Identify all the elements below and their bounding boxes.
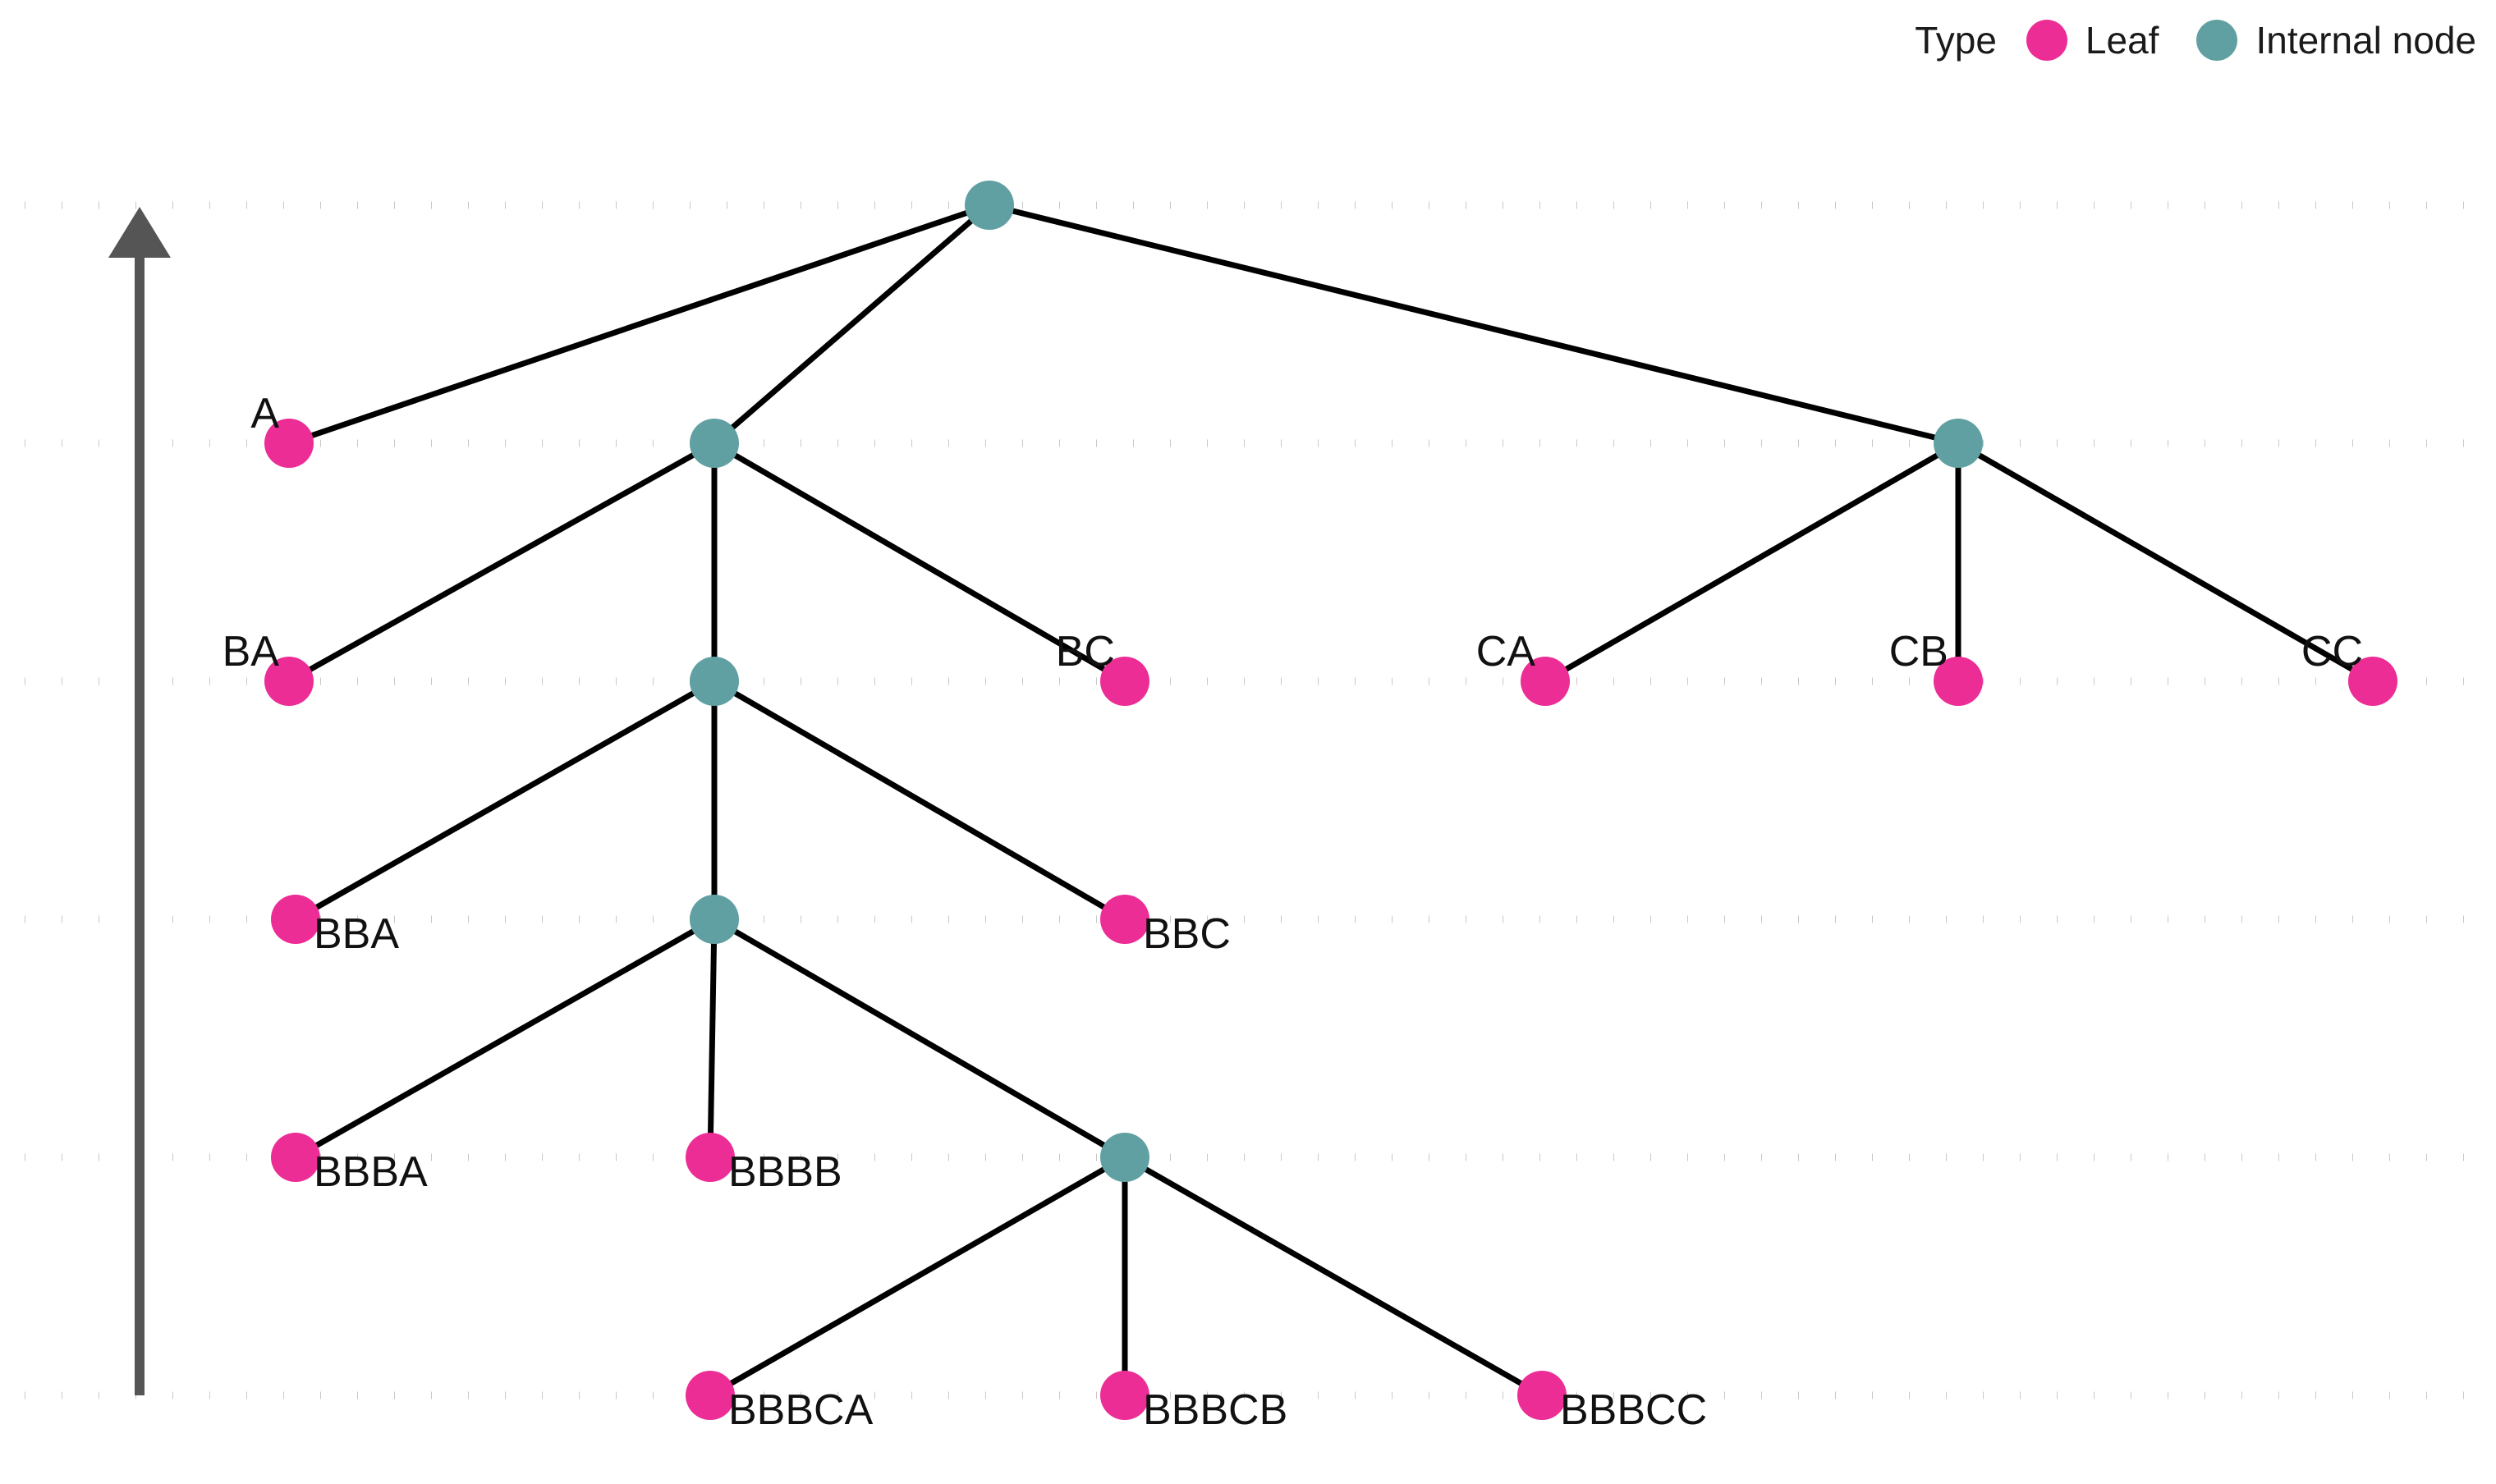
node-label-BC: BC xyxy=(1055,628,1115,676)
tree-node-B[interactable] xyxy=(690,419,739,468)
tree-node-CC[interactable] xyxy=(2348,657,2397,706)
depth-axis xyxy=(108,207,171,1395)
node-label-BBBA: BBBA xyxy=(314,1148,428,1196)
tree-node-root[interactable] xyxy=(965,181,1014,230)
node-label-BBA: BBA xyxy=(314,910,400,958)
tree-edge-BBB-BBBB xyxy=(707,918,718,1158)
node-label-A: A xyxy=(250,390,279,437)
tree-edge-BBB-BBBA xyxy=(294,916,716,1161)
tree-edge-root-B xyxy=(712,203,992,446)
internal-node-circle-icon xyxy=(2196,20,2238,61)
node-label-BBBCA: BBBCA xyxy=(728,1386,874,1434)
node-label-BBBCC: BBBCC xyxy=(1560,1386,1708,1434)
tree-node-BB[interactable] xyxy=(690,657,739,706)
node-label-CC: CC xyxy=(2301,628,2363,676)
tree-node-CB[interactable] xyxy=(1934,657,1983,706)
tree-edge-B-BA xyxy=(287,440,716,685)
tree-node-C[interactable] xyxy=(1934,419,1983,468)
tree-node-BC[interactable] xyxy=(1100,657,1149,706)
tree-edge-BB-BBA xyxy=(294,678,716,923)
tree-node-BBBA[interactable] xyxy=(271,1133,320,1182)
tree-node-BBC[interactable] xyxy=(1100,895,1149,944)
tree-edge-BBBC-BBBCA xyxy=(709,1154,1126,1399)
tree-node-BBBC[interactable] xyxy=(1100,1133,1149,1182)
tree-node-BBB[interactable] xyxy=(690,895,739,944)
leaf-circle-icon xyxy=(2026,20,2067,61)
legend-item-leaf[interactable]: Leaf xyxy=(2026,18,2159,62)
tree-edge-B-BC xyxy=(713,440,1126,685)
legend-label-internal-node: Internal node xyxy=(2255,19,2476,62)
tree-node-BA[interactable] xyxy=(264,657,314,706)
tree-edge-BBB-BBBC xyxy=(713,916,1126,1161)
tree-edge-BB-BBC xyxy=(713,678,1126,923)
node-label-CB: CB xyxy=(1888,628,1948,676)
legend: Type Leaf Internal node xyxy=(1915,18,2476,62)
tree-node-BBBCB[interactable] xyxy=(1100,1371,1149,1420)
tree-edges xyxy=(287,202,2374,1399)
node-label-BBC: BBC xyxy=(1143,910,1231,958)
tree-edge-C-CA xyxy=(1544,440,1960,685)
tree-edge-root-C xyxy=(989,202,1959,447)
tree-node-CA[interactable] xyxy=(1521,657,1570,706)
node-label-BA: BA xyxy=(222,628,279,676)
node-label-BBBB: BBBB xyxy=(728,1148,842,1196)
tree-edge-root-A xyxy=(287,202,991,447)
tree-nodes xyxy=(264,181,2397,1420)
axis-arrowhead-icon xyxy=(108,207,171,258)
tree-node-BBA[interactable] xyxy=(271,895,320,944)
legend-label-leaf: Leaf xyxy=(2085,19,2159,62)
node-label-BBBCB: BBBCB xyxy=(1143,1386,1288,1434)
tree-edge-BBBC-BBBCC xyxy=(1123,1154,1544,1399)
legend-title: Type xyxy=(1915,19,1997,62)
legend-item-internal-node[interactable]: Internal node xyxy=(2196,18,2476,62)
tree-edge-C-CC xyxy=(1957,440,2374,685)
tree-node-A[interactable] xyxy=(264,419,314,468)
tree-node-BBBCA[interactable] xyxy=(686,1371,735,1420)
tree-node-BBBCC[interactable] xyxy=(1517,1371,1567,1420)
tree-node-BBBB[interactable] xyxy=(686,1133,735,1182)
node-label-CA: CA xyxy=(1475,628,1535,676)
depth-gridlines xyxy=(25,201,2480,1399)
